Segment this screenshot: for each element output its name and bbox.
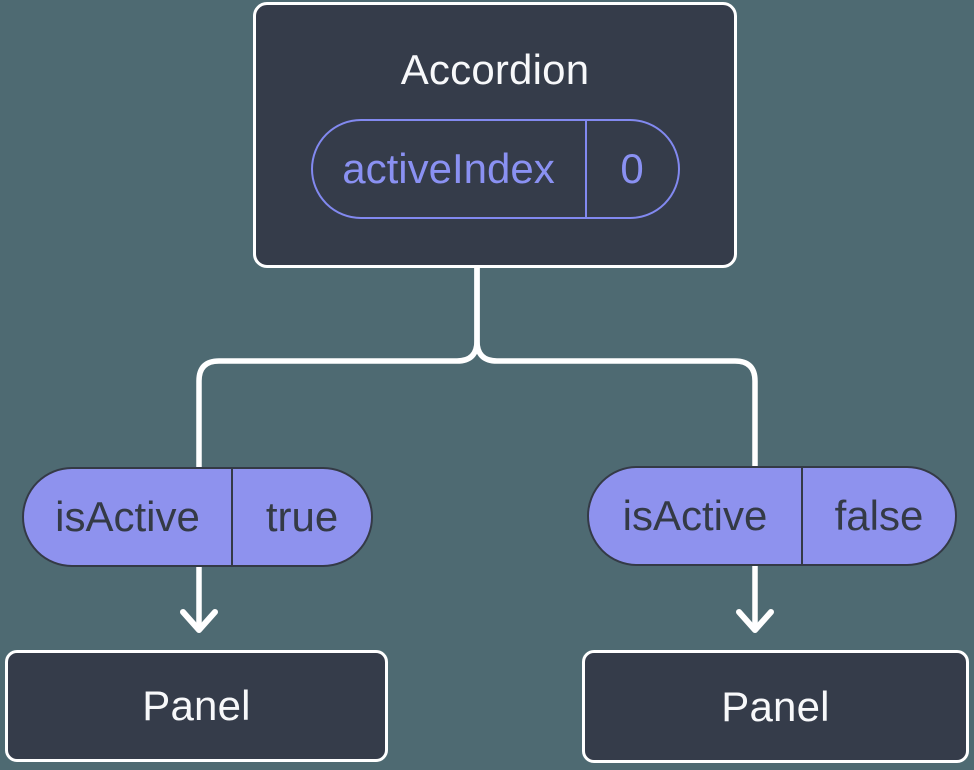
state-pill: activeIndex 0 (310, 119, 680, 220)
prop-name-label: isActive (24, 469, 233, 565)
state-value-label: 0 (620, 145, 644, 193)
prop-name-label: isActive (589, 468, 803, 564)
panel-node-right: Panel (582, 650, 969, 763)
connector-left-branch (196, 265, 480, 632)
prop-pill-isactive-true: isActive true (22, 467, 373, 567)
connector-right-branch (474, 265, 758, 632)
accordion-node: Accordion activeIndex 0 (253, 2, 737, 268)
prop-value-label: true (265, 493, 339, 540)
state-name-label: activeIndex (313, 121, 587, 218)
prop-pill-isactive-false: isActive false (587, 466, 957, 566)
accordion-title: Accordion (400, 46, 590, 93)
panel-title: Panel (721, 682, 830, 730)
prop-value-label: false (834, 492, 924, 539)
panel-node-left: Panel (5, 650, 388, 762)
arrowhead-left-icon (180, 609, 218, 633)
arrowhead-right-icon (736, 609, 774, 633)
panel-title: Panel (142, 682, 251, 729)
